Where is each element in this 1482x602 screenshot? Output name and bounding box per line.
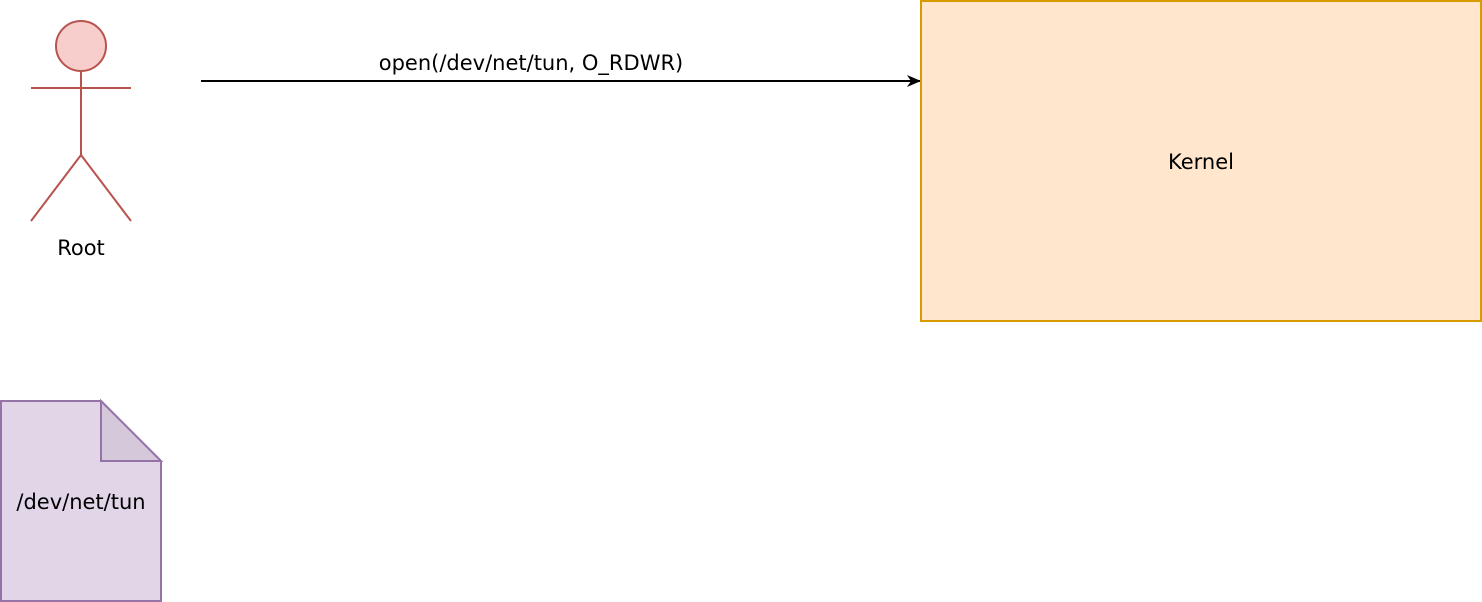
actor-left-leg — [30, 154, 82, 222]
file-note[interactable]: /dev/net/tun — [0, 398, 164, 602]
actor-head — [55, 20, 107, 72]
kernel-rect — [920, 0, 1482, 322]
actor-root[interactable]: Root — [30, 20, 132, 260]
edge-label: open(/dev/net/tun, O_RDWR) — [379, 51, 684, 76]
edge-open-call[interactable]: open(/dev/net/tun, O_RDWR) — [201, 51, 921, 87]
file-label: /dev/net/tun — [16, 490, 145, 514]
actor-right-leg — [80, 154, 132, 222]
file-fold — [100, 398, 164, 462]
kernel-box[interactable]: Kernel — [920, 0, 1482, 322]
kernel-label: Kernel — [1168, 150, 1234, 174]
actor-label: Root — [57, 236, 105, 260]
